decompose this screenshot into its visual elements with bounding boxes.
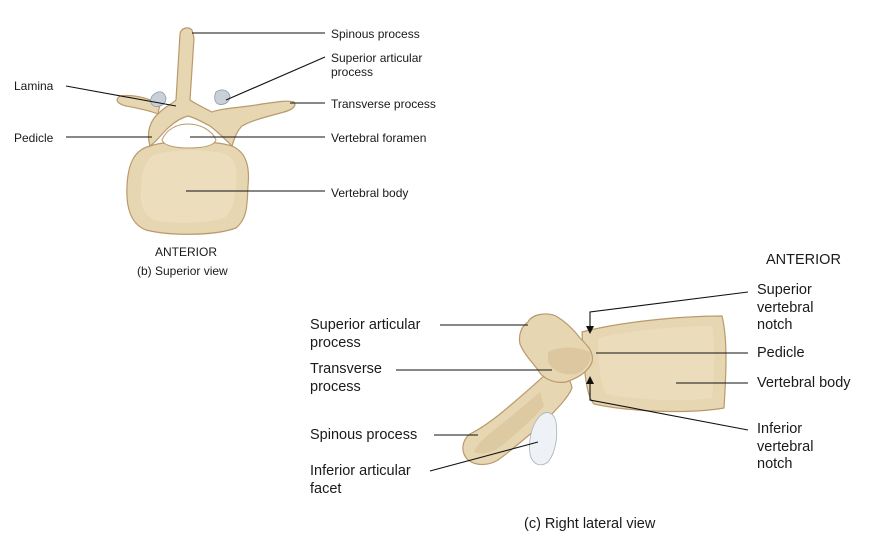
label-vertebral-foramen: Vertebral foramen xyxy=(331,131,427,145)
superior-notch-arrowhead xyxy=(586,326,594,334)
superior-vertebral-foramen xyxy=(161,123,217,149)
caption-superior-view: (b) Superior view xyxy=(137,264,228,278)
lateral-spinous-shade xyxy=(474,392,544,454)
superior-left-transverse xyxy=(116,94,161,115)
label-pedicle-superior: Pedicle xyxy=(14,131,54,145)
label-lamina: Lamina xyxy=(14,79,54,93)
lateral-inferior-facet xyxy=(529,412,558,466)
lateral-pedicle-shade xyxy=(548,347,591,375)
label-inferior-vertebral-notch: Inferior vertebral notch xyxy=(757,421,814,472)
caption-lateral-view: (c) Right lateral view xyxy=(524,516,656,532)
label-anterior-lateral: ANTERIOR xyxy=(766,252,841,268)
label-vertebral-body-superior: Vertebral body xyxy=(331,186,409,200)
leader-inferior-facet xyxy=(429,441,539,472)
superior-neural-arch xyxy=(147,27,296,148)
lateral-view-leaders xyxy=(396,291,749,472)
label-transverse-process-lateral: Transverse process xyxy=(310,361,382,395)
lateral-superior-articular xyxy=(518,313,593,383)
superior-view-vertebra xyxy=(116,27,296,235)
superior-facet-right xyxy=(214,89,231,105)
leader-inferior-notch xyxy=(589,380,749,431)
label-vertebral-body-lateral: Vertebral body xyxy=(757,375,851,391)
label-inferior-articular-facet: Inferior articular facet xyxy=(310,463,411,497)
label-superior-articular-process-lateral: Superior articular process xyxy=(310,317,421,351)
lateral-body-highlight xyxy=(598,326,715,401)
superior-body-highlight xyxy=(140,150,237,223)
leader-superior-notch xyxy=(589,291,749,330)
leader-lamina xyxy=(65,85,177,107)
label-anterior-superior: ANTERIOR xyxy=(155,245,218,259)
label-superior-articular-process-superior: Superior articular process xyxy=(331,51,423,79)
label-superior-vertebral-notch: Superior vertebral notch xyxy=(757,282,814,333)
label-spinous-process-superior: Spinous process xyxy=(331,27,420,41)
label-spinous-process-lateral: Spinous process xyxy=(310,427,418,443)
label-transverse-process-superior: Transverse process xyxy=(331,97,436,111)
label-pedicle-lateral: Pedicle xyxy=(757,345,805,361)
leader-superior-articular-sup xyxy=(225,56,326,101)
inferior-notch-arrowhead xyxy=(586,376,594,384)
superior-view-leaders xyxy=(65,32,326,192)
lateral-view-vertebra xyxy=(462,313,727,466)
